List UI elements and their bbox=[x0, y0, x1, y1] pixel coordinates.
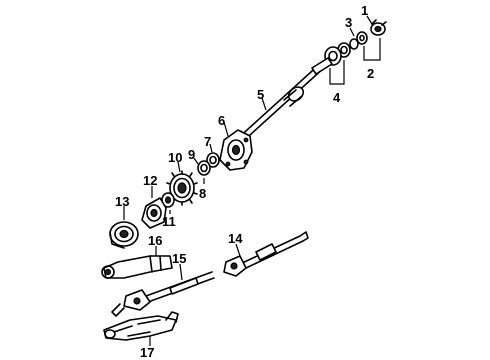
part-14-lower-shaft bbox=[223, 231, 309, 277]
callout-13: 13 bbox=[115, 194, 129, 209]
callout-4: 4 bbox=[333, 90, 341, 105]
callout-14: 14 bbox=[228, 231, 243, 246]
callout-10: 10 bbox=[168, 150, 182, 165]
part-15-intermediate-shaft bbox=[111, 271, 215, 317]
part-1-cap bbox=[370, 19, 387, 36]
part-4-bearing bbox=[324, 42, 351, 66]
leader-lines bbox=[123, 15, 381, 346]
callout-1: 1 bbox=[361, 3, 368, 18]
callout-15: 15 bbox=[172, 251, 186, 266]
part-16-joint-housing bbox=[101, 255, 173, 279]
callout-11: 11 bbox=[162, 214, 176, 229]
callout-9: 9 bbox=[188, 147, 195, 162]
callout-labels: 1 2 3 4 5 6 7 8 9 10 11 12 13 14 15 16 1… bbox=[115, 3, 374, 360]
part-17-lower-housing bbox=[103, 311, 179, 341]
callout-6: 6 bbox=[218, 113, 225, 128]
callout-7: 7 bbox=[204, 134, 211, 149]
callout-17: 17 bbox=[140, 345, 154, 360]
part-5-upper-shaft bbox=[235, 57, 333, 145]
callout-8: 8 bbox=[199, 186, 206, 201]
callout-5: 5 bbox=[257, 87, 264, 102]
part-9-ring bbox=[197, 160, 211, 176]
callout-2: 2 bbox=[367, 66, 374, 81]
callout-16: 16 bbox=[148, 233, 162, 248]
callout-12: 12 bbox=[143, 173, 157, 188]
part-6-bracket bbox=[219, 129, 253, 171]
part-13-lock-housing bbox=[109, 221, 139, 249]
part-7-washer bbox=[206, 152, 220, 168]
part-3-ring bbox=[349, 31, 368, 50]
part-12-housing bbox=[141, 197, 167, 229]
callout-3: 3 bbox=[345, 15, 352, 30]
